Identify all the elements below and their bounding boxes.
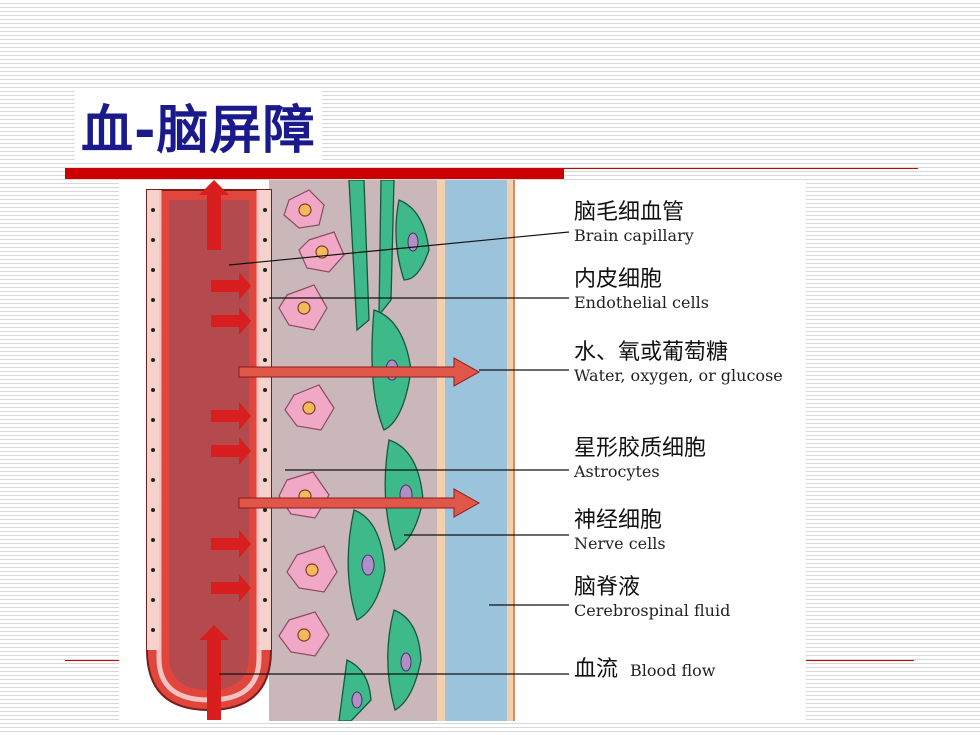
label-water-oxygen-glucose: 水、氧或葡萄糖 Water, oxygen, or glucose — [574, 340, 783, 385]
nerve-cells — [338, 180, 430, 721]
label-astrocytes: 星形胶质细胞 Astrocytes — [574, 436, 707, 481]
transport-arrows — [199, 180, 251, 720]
bbb-illustration — [146, 180, 570, 721]
footer-rule-left — [65, 660, 125, 661]
title-rule — [564, 168, 918, 169]
label-brain-capillary: 脑毛细血管 Brain capillary — [574, 200, 694, 245]
page-title: 血-脑屏障 — [75, 88, 322, 163]
label-endothelial-cells: 内皮细胞 Endothelial cells — [574, 267, 709, 312]
footer-rule-right — [806, 660, 914, 661]
meninges-inner — [507, 180, 515, 721]
leader-lines — [219, 231, 570, 675]
csf-region — [445, 180, 507, 721]
bbb-diagram: 脑毛细血管 Brain capillary 内皮细胞 Endothelial c… — [119, 180, 806, 721]
label-nerve-cells: 神经细胞 Nerve cells — [574, 508, 666, 553]
meninges-outer — [437, 180, 445, 721]
glucose-arrows — [238, 357, 481, 518]
label-cerebrospinal-fluid: 脑脊液 Cerebrospinal fluid — [574, 575, 731, 620]
title-underline-bar — [65, 168, 564, 179]
